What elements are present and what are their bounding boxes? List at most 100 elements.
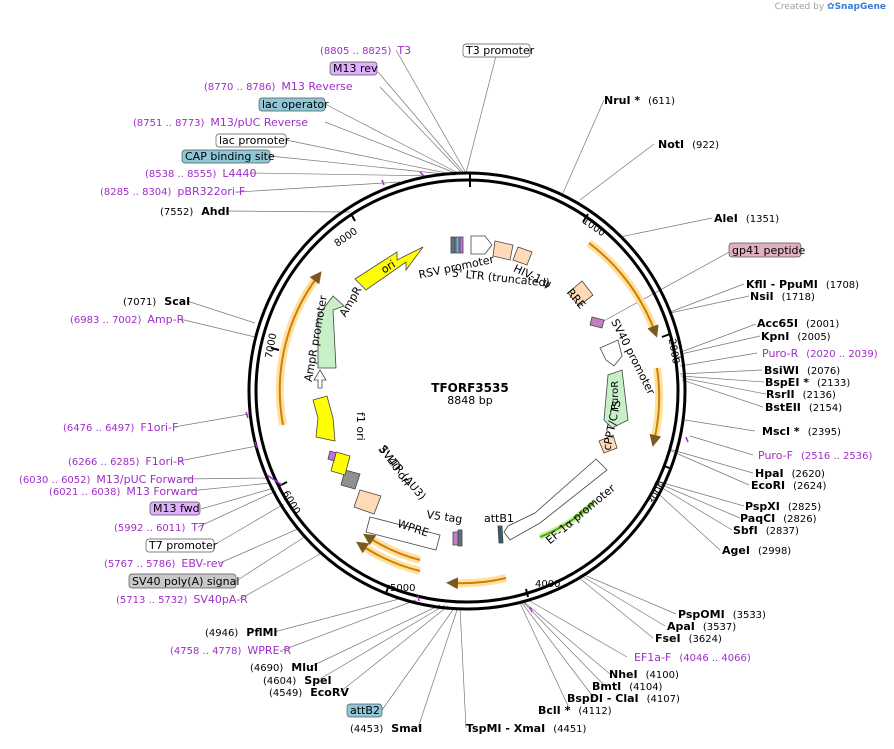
box-cap-binding-site: CAP binding site [185,150,275,163]
primer-range: (8751 .. 8773) [133,118,205,129]
primer-range: (6476 .. 6497) [63,423,135,434]
enzyme-bcli: BclI *(4112) [538,704,612,717]
primer-range: (8770 .. 8786) [204,82,276,93]
enzyme-pos: (2998) [758,546,791,557]
primer-label: EBV-rev [181,557,224,570]
enzyme-mlui: (4690)MluI [250,661,318,674]
box-sv40-polya-signal: SV40 poly(A) signal [132,575,239,588]
primer-range: (6021 .. 6038) [49,487,121,498]
primer-f1ori-f: (6476 .. 6497)F1ori-F [63,421,178,434]
enzyme-pos: (2001) [806,319,839,330]
primer-m13-forward: (6021 .. 6038) M13 Forward [49,485,198,498]
feature-ori: ori [379,258,398,277]
box-m13-rev: M13 rev [333,62,378,75]
enzyme-pos: (4604) [263,676,296,687]
enzyme-label: AhdI [201,205,229,218]
primer-marks [245,171,689,613]
enzyme-acc65i: Acc65I(2001) [757,317,839,330]
credit-prefix: Created by [774,2,825,12]
primer-ebv-rev: (5767 .. 5786) EBV-rev [104,557,224,570]
enzyme-label: TspMI - XmaI [466,722,545,735]
enzyme-label: ApaI [667,620,695,633]
enzyme-label: MluI [291,661,318,674]
enzyme-pos: (4100) [646,670,679,681]
backbone-inner [254,178,680,604]
enzyme-label: PspXI [745,500,780,513]
enzyme-label: BsiWI [764,364,799,377]
enzyme-pos: (4946) [205,628,238,639]
enzyme-label: SpeI [304,674,331,687]
primer-label: T7 [190,521,205,534]
primer-label: M13/pUC Forward [96,473,194,486]
enzyme-label: EcoRV [310,686,349,699]
box-m13-fwd: M13 fwd [153,502,200,515]
primer-m13-reverse: (8770 .. 8786)M13 Reverse [204,80,353,93]
feature-v5-tag: V5 tag [426,508,464,526]
feature-glyphs [312,235,629,551]
boxed-labels: T3 promoter M13 rev lac operator lac pro… [128,43,806,718]
snapgene-credit: Created by ✿SnapGene [775,2,886,12]
enzyme-label: AgeI [722,544,750,557]
enzyme-label: KpnI [761,330,789,343]
enzyme-agei: AgeI (2998) [722,544,791,557]
enzyme-label: NsiI [750,290,774,303]
primer-range: (2020 .. 2039) [806,349,878,360]
feature-cppt-cts: cPPT/CTS [600,399,623,452]
enzyme-label: ScaI [164,295,190,308]
primer-label: Puro-F [758,449,793,462]
enzyme-spei: (4604) SpeI [263,674,332,687]
enzyme-pos: (2133) [817,378,850,389]
primer-label: M13 Forward [126,485,197,498]
enzyme-nrui: NruI * (611) [604,94,675,107]
primer-t3: (8805 .. 8825)T3 [320,44,411,57]
enzyme-kpni: KpnI(2005) [761,330,831,343]
primer-label: WPRE-R [247,644,291,657]
primer-range: (6983 .. 7002) [70,315,142,326]
box-lac-promoter: lac promoter [219,134,290,147]
enzyme-label: SbfI [733,524,758,537]
feature-ampr: AmpR [337,284,365,319]
enzyme-bmti: BmtI(4104) [592,680,663,693]
primer-label: EF1a-F [634,651,671,664]
primer-f1ori-r: (6266 .. 6285)F1ori-R [68,455,185,468]
orf-arcs [275,239,664,590]
enzyme-pos: (4549) [269,688,302,699]
primer-range: (2516 .. 2536) [801,451,873,462]
enzyme-scai: (7071) ScaI [123,295,190,308]
enzyme-pos: (2624) [793,481,826,492]
enzyme-nhei: NheI(4100) [609,668,679,681]
enzyme-msci: MscI *(2395) [762,425,841,438]
enzyme-kfli-ppumi: KflI - PpuMI(1708) [746,278,859,291]
primer-label: F1ori-R [145,455,185,468]
enzyme-pos: (2395) [808,427,841,438]
enzyme-label: NotI [658,138,684,151]
primer-l4440: (8538 .. 8555)L4440 [145,167,257,180]
primer-label: Puro-R [762,347,799,360]
credit-brand: SnapGene [834,2,886,12]
enzyme-label: NruI * [604,94,640,107]
box-gp41-peptide: gp41 peptide [732,244,806,257]
tick-label-5000: 5000 [390,583,415,594]
feature-puror: PuroR [610,381,621,410]
primer-range: (5992 .. 6011) [114,523,186,534]
snapgene-logo-icon: ✿ [827,2,835,12]
tick-label-8000: 8000 [333,226,360,250]
enzyme-paqci: PaqCI(2826) [740,512,817,525]
enzyme-label: RsrII [766,388,795,401]
enzyme-label: BclI * [538,704,571,717]
enzyme-bspdi-clai: BspDI - ClaI(4107) [567,692,680,705]
enzyme-pspxi: PspXI(2825) [745,500,821,513]
enzyme-label: BspDI - ClaI [567,692,639,705]
tick-label-3000: 3000 [646,480,668,508]
enzyme-pos: (4104) [629,682,662,693]
primer-m13-puc-forward: (6030 .. 6052)M13/pUC Forward [19,473,194,486]
primer-range: (5767 .. 5786) [104,559,176,570]
primer-range: (8805 .. 8825) [320,46,392,57]
tick-label-6000: 6000 [280,489,302,517]
box-lac-operator: lac operator [262,98,329,111]
enzyme-pos: (7071) [123,297,156,308]
enzyme-pflmi: (4946)PflMI [205,626,278,639]
enzyme-pos: (611) [648,96,675,107]
enzyme-smai: (4453)SmaI [350,722,422,735]
